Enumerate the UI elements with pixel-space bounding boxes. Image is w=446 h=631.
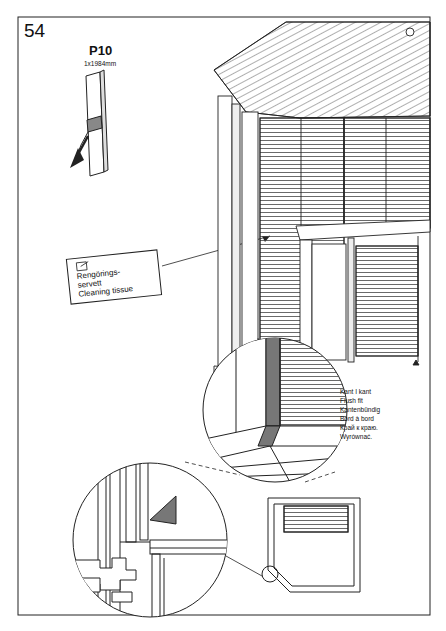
note: Kant I kant — [340, 388, 371, 395]
leader-line — [226, 556, 262, 576]
note: Bord à bord — [340, 415, 374, 422]
cabin — [214, 22, 430, 379]
part-number: P10 — [89, 44, 112, 59]
tissue-packet: Rengörings- servettCleaning tissue — [66, 249, 162, 305]
floor-plan — [262, 498, 360, 592]
detail-circle — [185, 330, 360, 482]
note: Край к краю. — [340, 424, 378, 431]
section-detail — [70, 450, 230, 631]
note: Flush fit — [340, 397, 363, 404]
step-number: 54 — [24, 20, 45, 42]
dimension: 1x1984mm — [84, 60, 116, 67]
note: Kantenbündig — [340, 406, 380, 413]
profile-strip — [70, 70, 108, 176]
note: Wyrównać. — [340, 433, 372, 440]
